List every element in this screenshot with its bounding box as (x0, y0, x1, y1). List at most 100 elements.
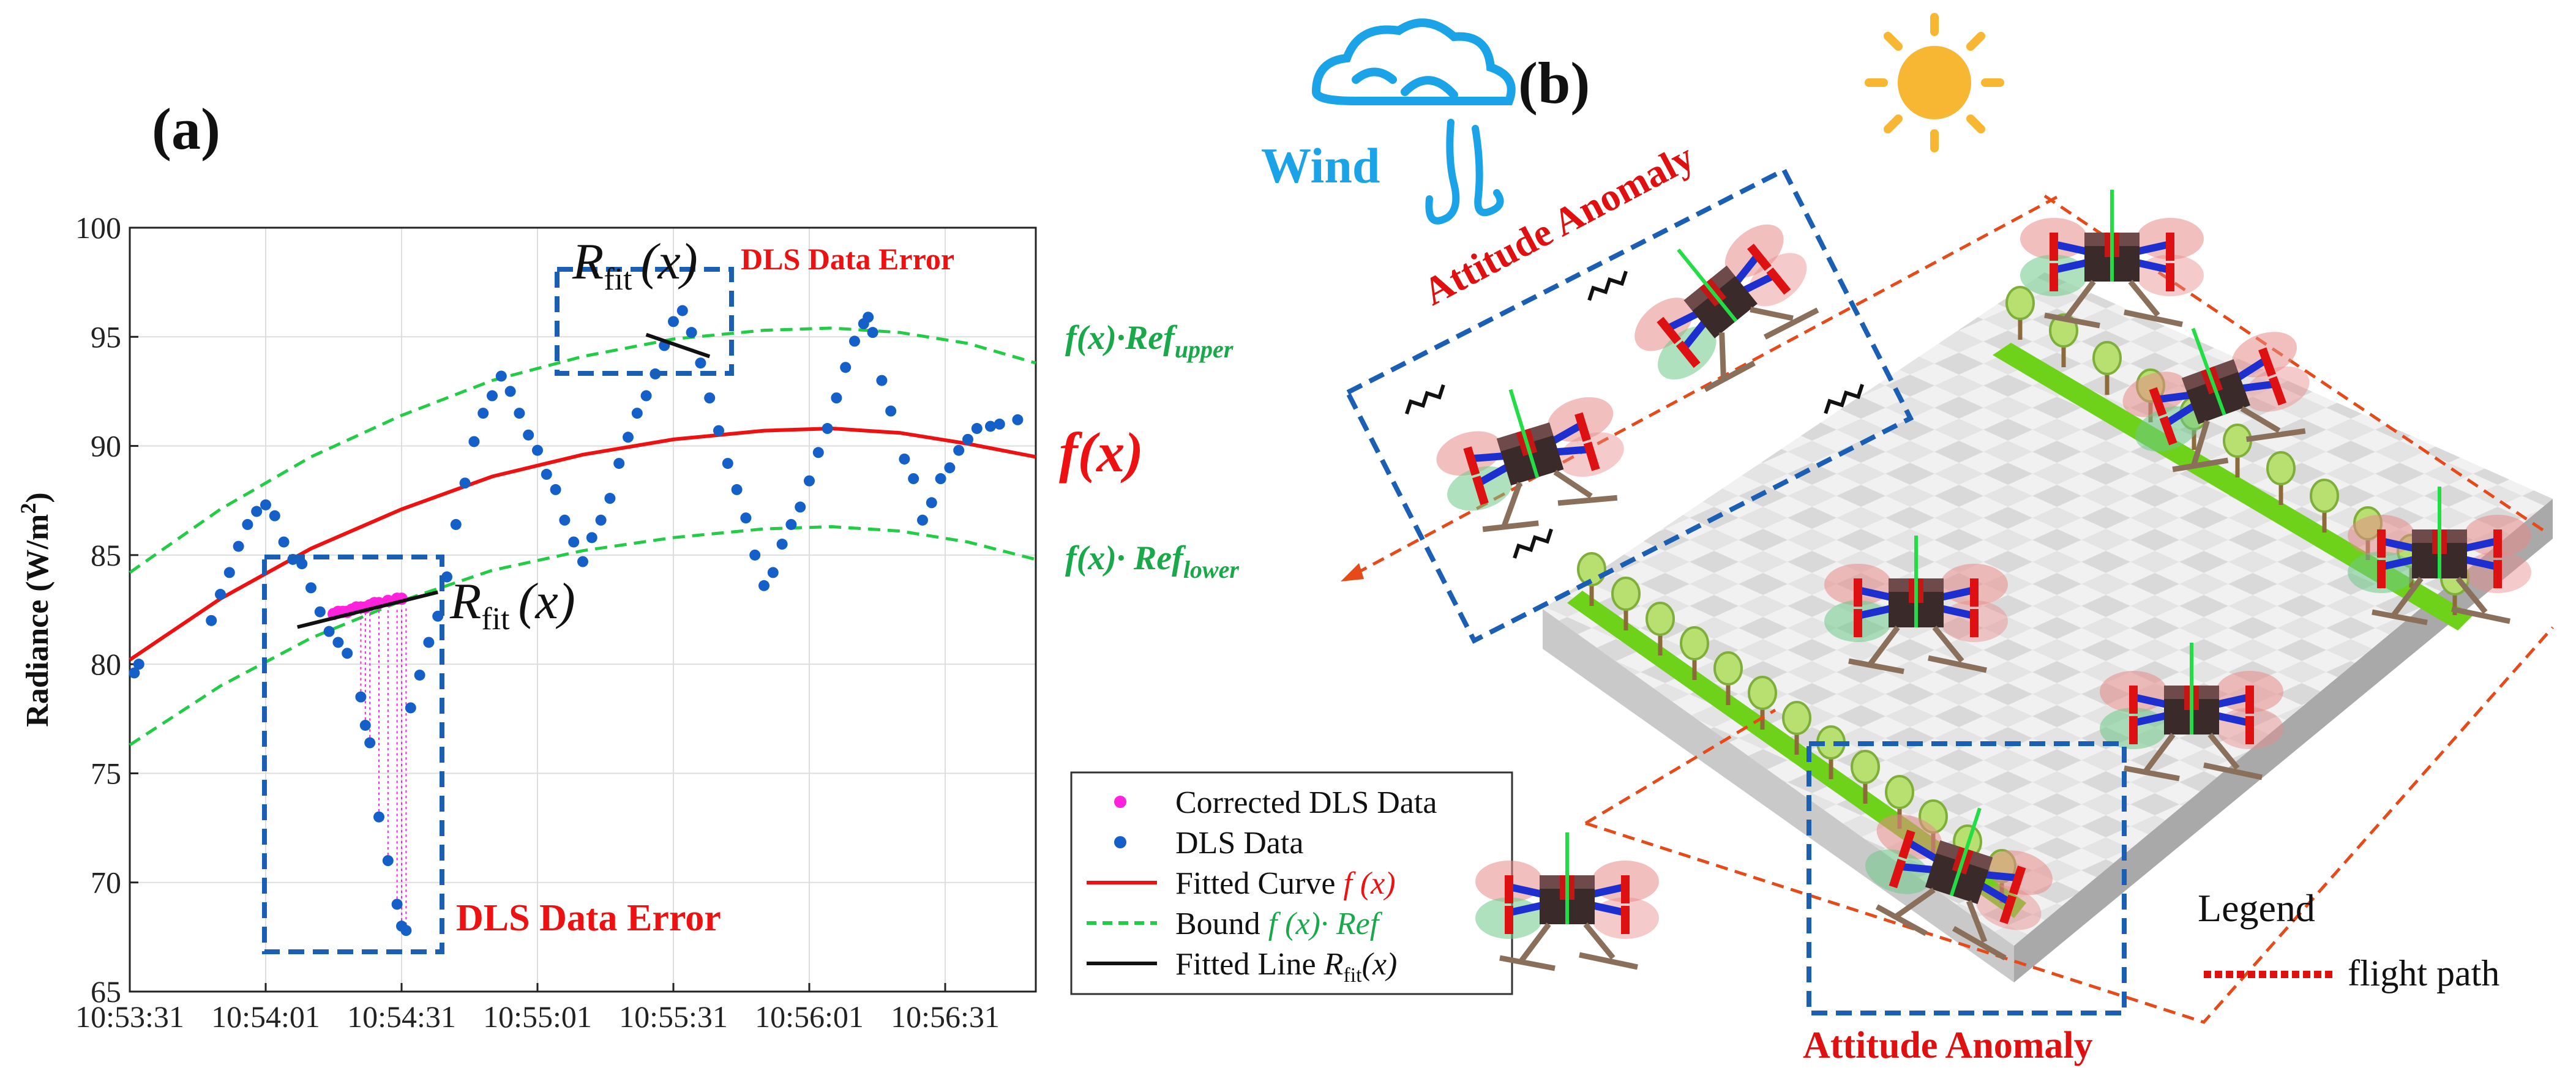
legend-marker-dls (1114, 836, 1126, 848)
dls-point (713, 425, 724, 436)
arrow-head (1341, 563, 1364, 581)
dls-point (731, 484, 743, 495)
y-tick-label: 100 (75, 211, 121, 245)
dls-point (550, 484, 561, 495)
dls-point (994, 418, 1005, 430)
dls-point (749, 549, 761, 561)
error-box-top (555, 267, 734, 376)
dls-point (342, 648, 353, 659)
dls-point (523, 429, 534, 441)
dls-point (541, 468, 552, 480)
dls-point (686, 327, 697, 338)
dls-point (233, 540, 244, 552)
x-tick-label: 10:55:01 (483, 1000, 592, 1034)
anomaly-box-bottom (1807, 741, 2127, 1015)
dls-error-top-label: DLS Data Error (741, 242, 954, 276)
anomaly-box-top (1344, 166, 1914, 644)
dls-point (400, 925, 412, 936)
legend-flight-path: flight path (2348, 953, 2499, 993)
cloud-icon (1311, 18, 1516, 105)
dls-point (631, 408, 643, 419)
rfit-line (297, 590, 438, 629)
dls-point (776, 539, 788, 550)
bound-upper-line (129, 326, 1036, 574)
dls-point (459, 477, 471, 489)
legend-fitted: Fitted Curve f (x) (1175, 866, 1396, 901)
dls-point (604, 493, 616, 504)
dls-point (586, 532, 597, 544)
attitude-anomaly-bottom: Attitude Anomaly (1803, 1025, 2093, 1066)
dls-point (623, 432, 634, 443)
dls-point (364, 737, 376, 749)
rfit-label-top: Rfit(x) (572, 233, 698, 297)
y-axis-label: Radiance (W/m2) (16, 492, 55, 727)
dls-point (831, 392, 842, 404)
y-tick-label: 65 (91, 974, 121, 1009)
rfit-line (645, 332, 711, 359)
dls-point (867, 327, 878, 338)
x-tick-label: 10:54:01 (211, 1000, 320, 1034)
dls-point (767, 567, 779, 578)
y-tick-label: 70 (91, 865, 121, 900)
dls-point (908, 473, 919, 485)
dls-point (953, 444, 965, 456)
dls-point (917, 514, 928, 526)
y-tick-label: 95 (91, 320, 121, 354)
dls-point (278, 536, 290, 548)
rfit-label-bottom: Rfit(x) (449, 573, 575, 637)
dls-point (423, 637, 435, 648)
dls-point (269, 510, 280, 521)
dls-point (468, 436, 480, 447)
dls-point (785, 518, 797, 530)
legend-corrected: Corrected DLS Data (1175, 785, 1437, 820)
dls-point (758, 580, 769, 591)
dls-point (740, 512, 752, 524)
dls-point (926, 497, 937, 509)
dls-point (971, 423, 983, 435)
legend-line: Fitted Line Rfit(x) (1175, 947, 1397, 987)
legend-dls: DLS Data (1175, 826, 1303, 861)
wind-label: Wind (1261, 138, 1380, 193)
dls-point (577, 556, 588, 567)
dls-point (477, 408, 489, 419)
x-tick-label: 10:56:31 (891, 1000, 1000, 1034)
dls-point (795, 501, 806, 513)
dls-point (296, 558, 308, 570)
x-tick-label: 10:56:01 (755, 1000, 864, 1034)
chart-grid (129, 227, 1036, 992)
dls-point (373, 811, 384, 823)
dls-point (314, 606, 326, 618)
dls-point (495, 370, 507, 382)
dls-point (668, 316, 679, 327)
y-tick-label: 80 (91, 647, 121, 681)
panel-b-legend-title: Legend (2198, 886, 2315, 930)
y-tick-label: 75 (91, 756, 121, 790)
dls-point (812, 447, 824, 458)
y-tick-label: 85 (91, 538, 121, 572)
dls-point (640, 390, 652, 402)
upper-bound-label: f(x)·Refupper (1065, 319, 1234, 363)
dls-point (487, 390, 498, 402)
dls-point (559, 514, 571, 526)
dls-point (391, 899, 403, 910)
dls-point (133, 659, 144, 670)
dls-point (885, 405, 897, 417)
panel-label-b: (b) (1518, 50, 1590, 116)
dls-point (504, 386, 516, 397)
error-box-bottom (262, 555, 444, 954)
dls-point (514, 408, 525, 419)
dls-point (260, 499, 271, 510)
dls-point (695, 357, 706, 369)
dls-point (532, 444, 543, 456)
dls-point (704, 392, 716, 404)
dls-point (595, 514, 607, 526)
dls-point (206, 615, 217, 626)
dls-point (899, 453, 910, 465)
dls-point (215, 589, 226, 600)
dls-point (305, 582, 316, 594)
fx-label: f(x) (1059, 421, 1144, 484)
